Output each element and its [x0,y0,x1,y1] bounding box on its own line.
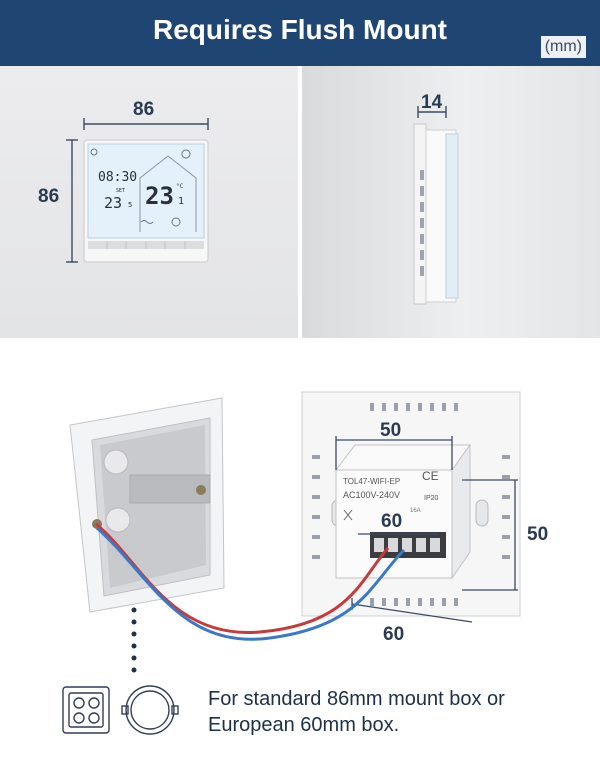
heat-icon [140,220,154,224]
lcd-temp-unit: °C [176,183,184,190]
lcd-room-temp-decimal: 1 [178,196,184,207]
round-box-icon [121,685,179,735]
wire-blue [96,526,406,641]
square-box-icon [62,686,110,734]
module-width-label: 50 [380,420,402,441]
front-dimension-lines [66,118,209,263]
side-thermostat [413,123,459,305]
clock-icon [171,217,181,227]
lcd-set-temp-decimal: 5 [128,201,132,209]
side-depth-label: 14 [421,92,443,113]
unit-label: (mm) [540,36,586,58]
weee-icon [343,509,353,521]
ce-mark: CE [422,469,439,483]
front-height-label: 86 [38,186,60,207]
side-dimension-lines [417,106,447,118]
lcd-room-temp: 23 [145,182,174,210]
front-width-label: 86 [133,99,155,120]
side-vents [420,170,424,276]
header-banner: Requires Flush Mount [0,0,600,66]
lcd-set-label: SET [116,188,125,194]
model-label: TOL47-WIFI-EP [343,477,400,486]
caption-line-1: For standard 86mm mount box or [208,688,505,710]
page-title: Requires Flush Mount [153,14,447,45]
voltage-label: AC100V-240V [343,490,400,500]
caption-line-2: European 60mm box. [208,714,400,736]
thermostat-back: TOL47-WIFI-EP AC100V-240V CE IP20 16A [301,391,521,617]
caption: For standard 86mm mount box or European … [208,686,588,738]
wifi-icon [90,148,98,156]
module-height-label: 50 [527,524,549,545]
front-thermostat: 08:30 SET 23 5 23 1 °C [83,139,209,263]
dotted-connector [131,607,137,673]
module-depth-label: 60 [381,511,403,532]
ip-rating-label: IP20 [424,495,439,502]
lcd-set-temp: 23 [104,194,122,212]
current-rating-label: 16A [410,508,421,514]
back-dimension-lines [335,436,518,623]
signal-icon [181,149,191,159]
plate-width-label: 60 [383,624,405,645]
lcd-time: 08:30 [98,170,137,185]
